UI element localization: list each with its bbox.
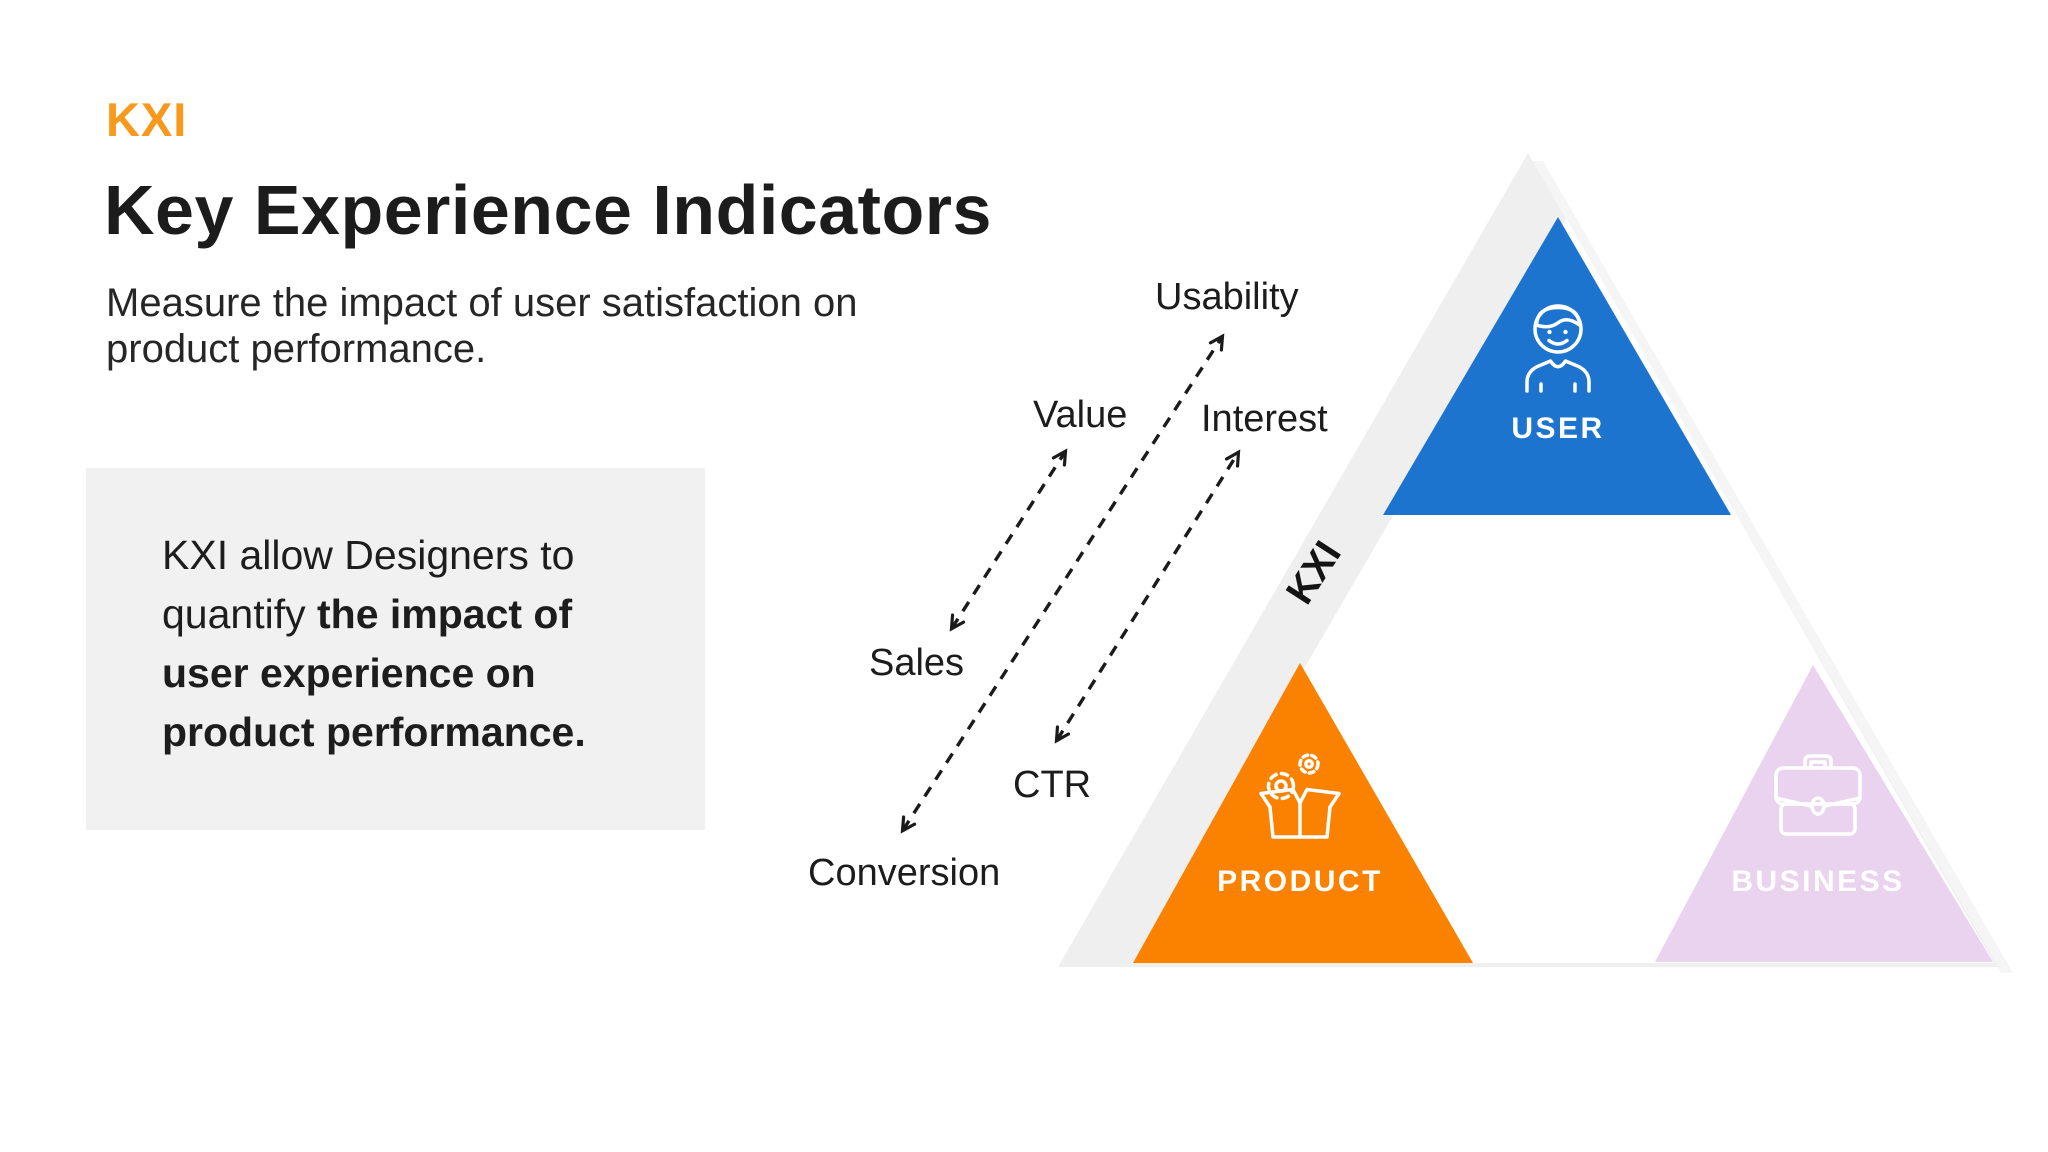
quote-line-2: quantify the impact of [162, 591, 573, 637]
tier-label-business: BUSINESS [1731, 865, 1905, 898]
tier-product-triangle [1133, 663, 1473, 963]
metric-label-usability: Usability [1155, 276, 1299, 318]
metric-label-ctr: CTR [1013, 764, 1092, 806]
quote-text: KXI allow Designers to quantify the impa… [162, 526, 586, 762]
arrow-sales-value [949, 448, 1068, 632]
tier-label-user: USER [1511, 412, 1605, 445]
page-subtitle: Measure the impact of user satisfaction … [106, 280, 857, 372]
subtitle-line-1: Measure the impact of user satisfaction … [106, 281, 858, 325]
arrow-ctr-interest [1054, 449, 1241, 744]
arrow-conversion-usability [900, 333, 1225, 834]
subtitle-line-2: product performance. [106, 327, 487, 371]
open-box-gears-icon [1259, 753, 1341, 839]
tier-label-product: PRODUCT [1217, 865, 1383, 898]
metric-label-value: Value [1033, 394, 1128, 436]
kxi-logo: KXI [106, 93, 188, 146]
quote-line-3: user experience on [162, 650, 536, 696]
quote-line-1: KXI allow Designers to [162, 532, 575, 578]
metric-label-conversion: Conversion [808, 852, 1001, 894]
metric-label-sales: Sales [869, 642, 965, 684]
page-title: Key Experience Indicators [104, 171, 992, 249]
pyramid-right-shadow [1531, 161, 2013, 973]
quote-line-4: product performance. [162, 709, 586, 755]
quote-box: KXI allow Designers to quantify the impa… [86, 468, 705, 830]
briefcase-icon [1774, 754, 1862, 836]
metric-label-interest: Interest [1201, 398, 1328, 440]
person-icon [1525, 304, 1591, 393]
tier-business-triangle [1655, 665, 1993, 962]
